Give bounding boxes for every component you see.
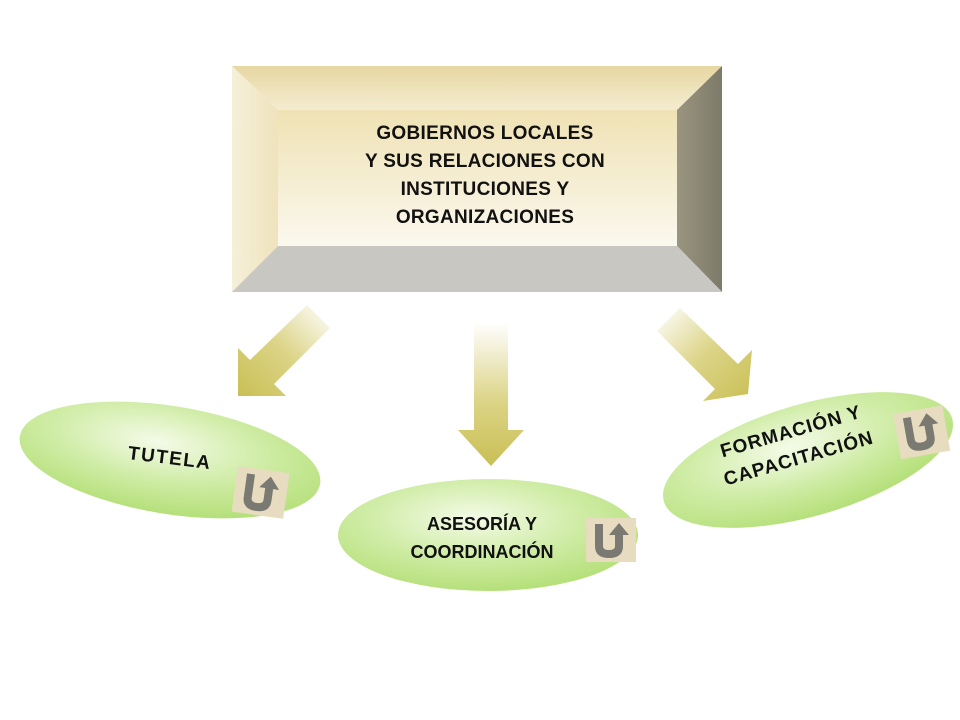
node-asesoria-label: ASESORÍA Y COORDINACIÓN — [372, 510, 592, 566]
down-left-arrow-icon — [238, 305, 330, 396]
main-box-line-3: INSTITUCIONES Y — [400, 179, 570, 200]
main-box-line-4: ORGANIZACIONES — [395, 207, 575, 228]
oval-formacion[interactable] — [648, 365, 960, 555]
main-box-top-bevel — [232, 66, 722, 110]
main-box-line-1: GOBIERNOS LOCALES — [376, 123, 594, 144]
return-arrow-icon-asesoria[interactable] — [586, 518, 636, 562]
main-box-line-2: Y SUS RELACIONES CON — [364, 151, 606, 172]
main-box-title: GOBIERNOS LOCALES Y SUS RELACIONES CON I… — [290, 120, 680, 232]
arrow-center — [458, 322, 524, 466]
return-arrow-icon-formacion[interactable] — [893, 405, 951, 460]
node-asesoria-line-2: COORDINACIÓN — [410, 542, 554, 562]
main-box — [232, 66, 722, 292]
oval-asesoria[interactable] — [338, 479, 638, 591]
down-right-arrow-icon — [657, 308, 752, 401]
main-box-left-bevel — [232, 66, 278, 292]
main-box-right-bevel — [677, 66, 722, 292]
main-box-bottom-bevel — [232, 246, 722, 292]
down-arrow-icon — [458, 322, 524, 466]
node-asesoria-line-1: ASESORÍA Y — [426, 514, 538, 534]
arrow-right — [657, 308, 752, 401]
main-box-face — [278, 110, 677, 246]
arrow-left — [238, 305, 330, 396]
return-arrow-icon-tutela[interactable] — [231, 466, 290, 519]
